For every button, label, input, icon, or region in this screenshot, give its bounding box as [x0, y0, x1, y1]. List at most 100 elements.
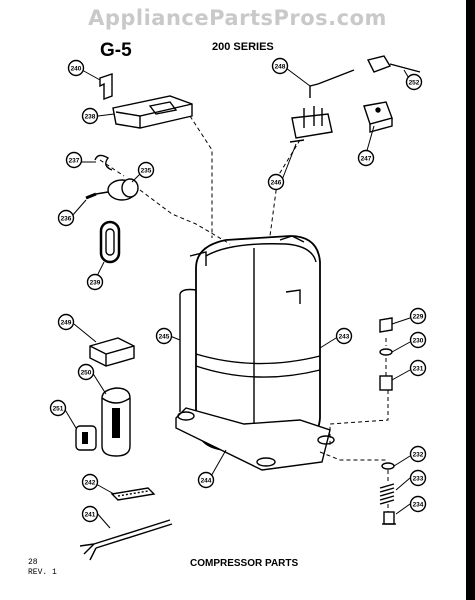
compressor-body [179, 235, 321, 451]
part-240-clip [99, 73, 113, 101]
callout-number: 248 [275, 64, 286, 71]
callout-243: 243 [335, 327, 353, 345]
callout-229: 229 [409, 307, 427, 325]
callout-number: 233 [413, 476, 424, 483]
callout-233: 233 [409, 469, 427, 487]
callout-circle [267, 173, 285, 191]
callout-number: 243 [339, 334, 350, 341]
callout-circle [197, 471, 215, 489]
callout-247: 247 [357, 149, 375, 167]
callout-circle [357, 149, 375, 167]
callout-number: 238 [85, 114, 96, 121]
part-246-terminal [289, 106, 333, 143]
callout-number: 229 [413, 314, 424, 321]
callout-circle [65, 151, 83, 169]
part-242-plate [110, 487, 156, 501]
callout-circle [137, 161, 155, 179]
series-label: 200 SERIES [212, 41, 274, 53]
callout-circle [67, 59, 85, 77]
callout-249: 249 [57, 313, 75, 331]
callout-235: 235 [137, 161, 155, 179]
callout-circle [81, 505, 99, 523]
callout-241: 241 [81, 505, 99, 523]
callout-circle [409, 331, 427, 349]
part-230-washer [379, 348, 393, 356]
page-number: 28 [28, 558, 38, 567]
callout-251: 251 [49, 399, 67, 417]
part-241-harness [79, 519, 173, 561]
callout-number: 244 [201, 478, 212, 485]
callout-240: 240 [67, 59, 85, 77]
revision-label: REV. 1 [28, 568, 57, 577]
callout-number: 241 [85, 512, 96, 519]
callout-252: 252 [405, 73, 423, 91]
callout-number: 239 [90, 280, 101, 287]
diagram-caption: COMPRESSOR PARTS [190, 558, 299, 569]
callout-circle [405, 73, 423, 91]
callout-number: 245 [159, 334, 170, 341]
callout-number: 235 [141, 168, 152, 175]
callout-number: 252 [409, 80, 420, 87]
callout-number: 236 [61, 216, 72, 223]
callout-number: 231 [413, 366, 424, 373]
callout-circle [409, 307, 427, 325]
part-231-sleeve [379, 375, 393, 391]
callout-236: 236 [57, 209, 75, 227]
callout-number: 230 [413, 338, 424, 345]
callout-244: 244 [197, 471, 215, 489]
callout-circle [409, 469, 427, 487]
page-id: G-5 [100, 40, 132, 61]
callout-239: 239 [86, 273, 104, 291]
callout-250: 250 [77, 363, 95, 381]
callout-number: 251 [53, 406, 64, 413]
part-229-grommet [379, 317, 393, 333]
callout-number: 232 [413, 452, 424, 459]
part-239-gasket [99, 220, 121, 264]
callout-number: 247 [361, 156, 372, 163]
callout-circle [271, 57, 289, 75]
callout-245: 245 [155, 327, 173, 345]
part-235-overload [95, 178, 139, 201]
callout-circle [81, 107, 99, 125]
page-border [466, 0, 475, 600]
callout-circle [77, 363, 95, 381]
callout-circle [155, 327, 173, 345]
callout-number: 250 [81, 370, 92, 377]
callout-number: 237 [69, 158, 80, 165]
callout-237: 237 [65, 151, 83, 169]
callout-238: 238 [81, 107, 99, 125]
part-250-capacitor [101, 387, 131, 457]
callout-circle [57, 209, 75, 227]
part-237-wire [94, 154, 113, 171]
callout-number: 249 [61, 320, 72, 327]
callout-circle [57, 313, 75, 331]
callout-number: 246 [271, 180, 282, 187]
part-247-relay [363, 101, 393, 133]
callout-231: 231 [409, 359, 427, 377]
callout-230: 230 [409, 331, 427, 349]
callout-242: 242 [81, 473, 99, 491]
part-238-terminal-cover [112, 95, 193, 129]
part-251-capacitor [75, 425, 97, 451]
callout-circle [86, 273, 104, 291]
callout-number: 240 [71, 66, 82, 73]
callout-246: 246 [267, 173, 285, 191]
callout-circle [409, 445, 427, 463]
callout-248: 248 [271, 57, 289, 75]
part-252-relay-lead [366, 55, 421, 73]
callout-number: 242 [85, 480, 96, 487]
page-revision: 28 REV. 1 [28, 558, 57, 578]
part-248-wire [309, 69, 355, 98]
callout-circle [49, 399, 67, 417]
callout-circle [409, 495, 427, 513]
part-236-screw [85, 192, 97, 200]
callout-234: 234 [409, 495, 427, 513]
part-249-bracket [89, 337, 135, 367]
part-234-bolt [382, 511, 396, 525]
callout-number: 234 [413, 502, 424, 509]
callout-circle [335, 327, 353, 345]
callout-232: 232 [409, 445, 427, 463]
watermark: AppliancePartsPros.com [88, 6, 387, 30]
